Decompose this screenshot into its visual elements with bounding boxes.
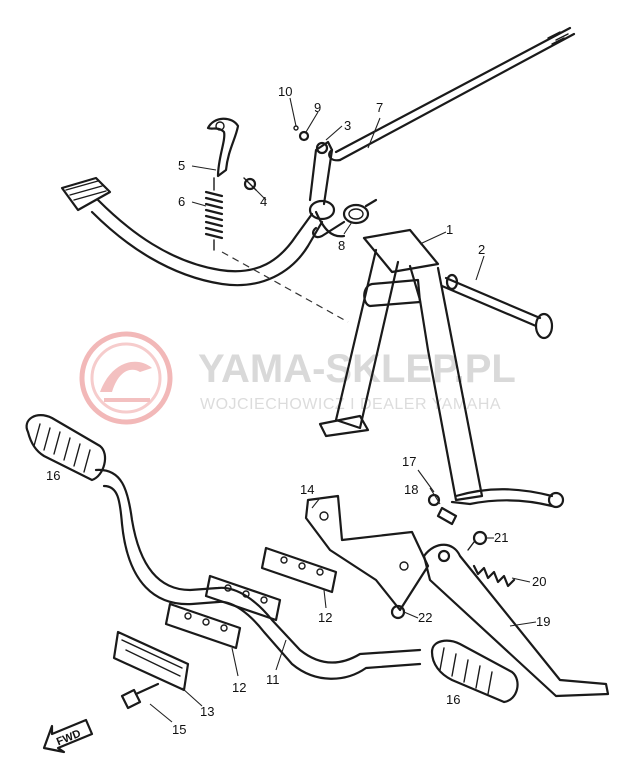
callout-17: 17 [402,454,416,469]
clamp-plates [164,546,338,650]
spring-hook [206,117,240,178]
pivot-arm [308,140,346,238]
leader-lines [149,97,537,723]
sidestand-bracket [304,494,430,612]
callout-19: 19 [536,614,550,629]
callout-2: 2 [478,242,485,257]
sidestand-spring [472,564,516,588]
callout-4: 4 [260,194,267,209]
forward-direction-marker: FWD [42,718,94,754]
callout-15: 15 [172,722,186,737]
callout-3: 3 [344,118,351,133]
return-spring [204,177,224,251]
callout-8: 8 [338,238,345,253]
callout-21: 21 [494,530,508,545]
footrest-rubber-right [430,639,519,704]
small-fasteners [243,125,310,191]
pivot-shaft [440,273,554,340]
callout-7: 7 [376,100,383,115]
watermark-brand: YAMA-SKLEP.PL [198,347,516,391]
brake-pedal [60,176,336,287]
callout-11: 11 [266,672,280,687]
callout-16-left: 16 [46,468,60,483]
callout-1: 1 [446,222,453,237]
torsion-spring [312,198,378,239]
callout-16-right: 16 [446,692,460,707]
watermark-subtitle: WOJCIECHOWICZ I DEALER YAMAHA [200,396,501,413]
callout-6: 6 [178,194,185,209]
callout-12-lower: 12 [232,680,246,695]
arrow-icon [42,718,94,754]
footrest-rubber-left [25,414,107,482]
callout-9: 9 [314,100,321,115]
footrest-bar [94,468,422,680]
callout-14: 14 [300,482,314,497]
bolt [120,682,160,710]
callout-labels: 1 2 3 4 5 6 7 8 9 10 11 12 12 13 14 15 1… [46,84,550,737]
lower-fasteners [390,493,488,620]
brake-rod [328,26,576,162]
watermark: YAMA-SKLEP.PL WOJCIECHOWICZ I DEALER YAM… [79,331,516,425]
callout-12-upper: 12 [318,610,332,625]
clamp-bracket [112,630,190,692]
callout-10: 10 [278,84,292,99]
callout-13: 13 [200,704,214,719]
callout-22: 22 [418,610,432,625]
assembly-line [221,251,349,323]
watermark-logo-icon [79,331,173,425]
center-stand [318,228,565,509]
callout-18: 18 [404,482,418,497]
callout-5: 5 [178,158,185,173]
callout-20: 20 [532,574,546,589]
side-stand [422,543,610,698]
